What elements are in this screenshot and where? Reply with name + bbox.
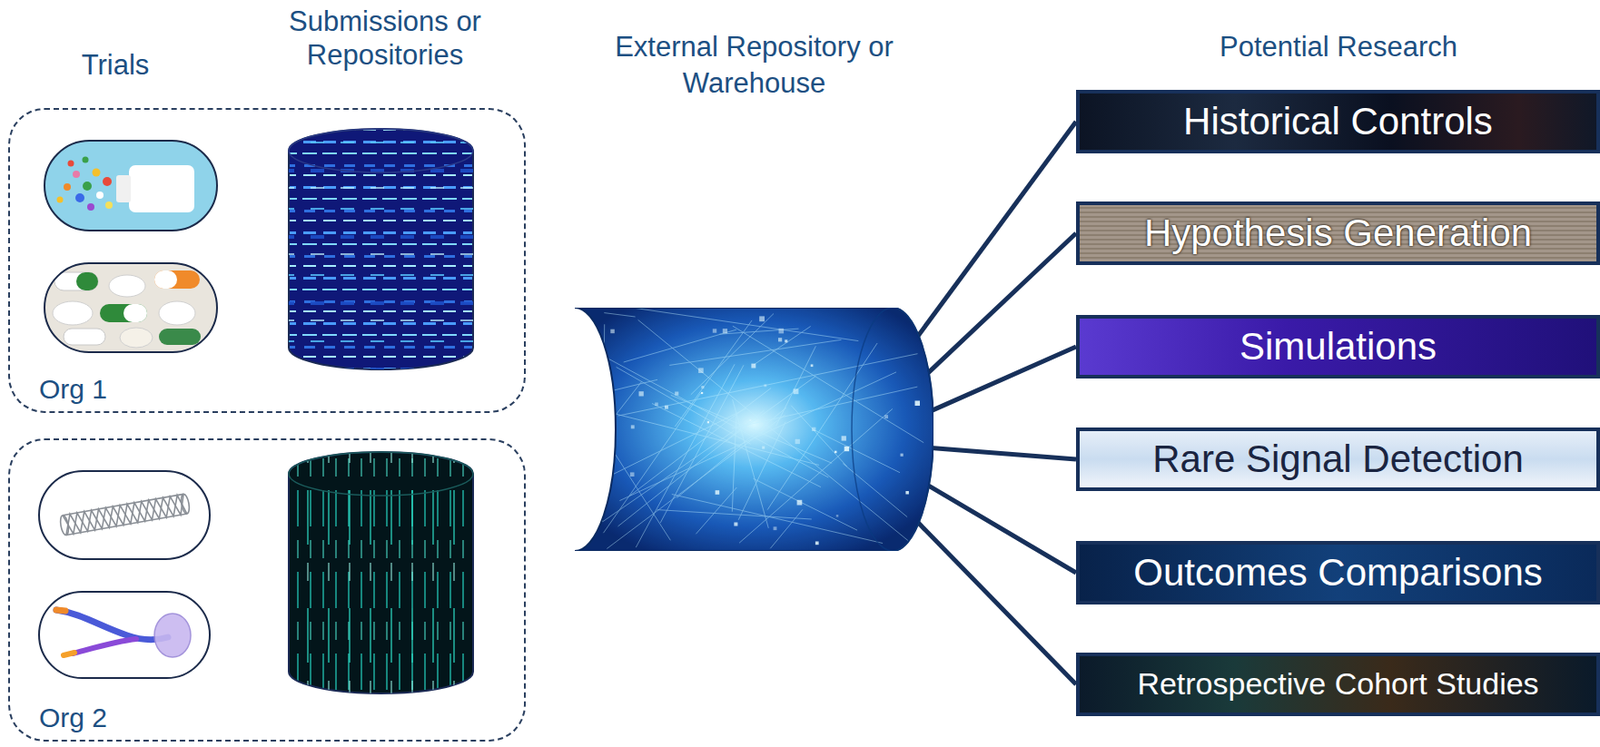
column-heading: Potential Research xyxy=(1156,29,1521,64)
column-heading: Submissions or Repositories xyxy=(266,4,504,72)
group-label: Org 1 xyxy=(39,373,108,406)
research-bar: Outcomes Comparisons xyxy=(1076,541,1600,605)
warehouse-node: External Repository or Warehouse xyxy=(574,307,934,552)
research-title: Hypothesis Generation xyxy=(1144,212,1532,255)
connector-line xyxy=(931,447,1077,460)
connector-line xyxy=(917,522,1077,685)
research-title: Rare Signal Detection xyxy=(1152,438,1524,481)
connector-line xyxy=(927,484,1077,573)
research-bar: Hypothesis Generation xyxy=(1076,201,1600,266)
connector-line xyxy=(917,121,1077,337)
connector-line xyxy=(927,233,1077,375)
connector-line xyxy=(931,346,1077,412)
group-label: Org 2 xyxy=(39,701,108,735)
research-title: Retrospective Cohort Studies xyxy=(1136,667,1539,702)
research-bar: Simulations xyxy=(1076,315,1600,379)
column-heading: External Repository or Warehouse xyxy=(600,29,909,102)
warehouse-cylinder xyxy=(574,307,934,552)
org-group: Org 1 xyxy=(8,108,526,414)
research-bar: Rare Signal Detection xyxy=(1076,427,1600,492)
research-bar: Historical Controls xyxy=(1076,89,1600,154)
research-title: Historical Controls xyxy=(1183,100,1493,143)
column-heading: Trials xyxy=(24,48,207,82)
org-group: Org 2 xyxy=(8,438,526,742)
research-title: Simulations xyxy=(1239,325,1437,368)
research-bar: Retrospective Cohort Studies xyxy=(1076,652,1600,717)
research-title: Outcomes Comparisons xyxy=(1133,552,1543,594)
